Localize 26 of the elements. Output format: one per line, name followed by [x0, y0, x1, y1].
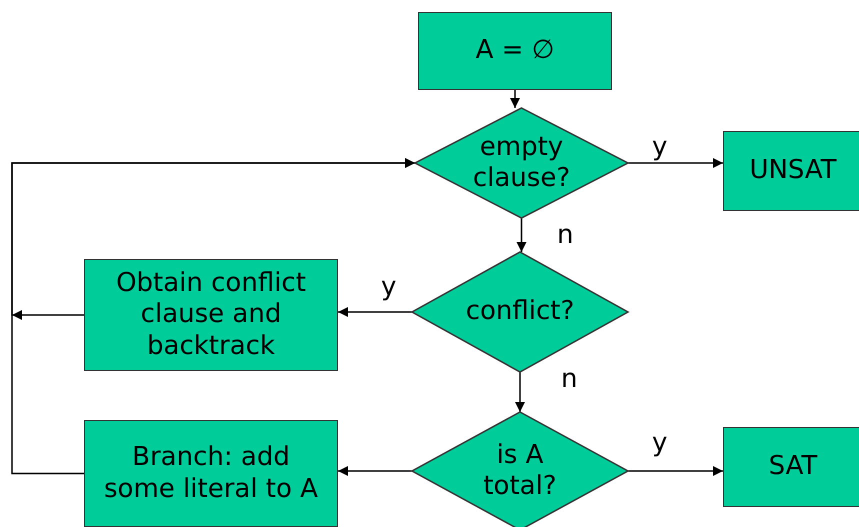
node-text: Obtain conflict clause and backtrack	[115, 268, 307, 362]
node-text: UNSAT	[749, 155, 837, 187]
process-box	[84, 420, 338, 527]
node-text: A = ∅	[476, 35, 554, 67]
edge-label: y	[652, 430, 668, 456]
edge-label: y	[381, 274, 396, 300]
node-text: is A total?	[482, 440, 558, 502]
node-text: conflict?	[466, 296, 574, 328]
edge-label: n	[557, 222, 574, 248]
arrow	[338, 307, 412, 317]
process-box	[84, 259, 338, 371]
arrow	[628, 158, 723, 168]
arrow	[510, 90, 520, 108]
process-box	[723, 427, 859, 507]
process-box	[418, 12, 612, 90]
node-text: SAT	[768, 451, 818, 483]
arrow	[338, 466, 412, 476]
arrow	[515, 372, 525, 412]
node-text: empty clause?	[472, 132, 572, 194]
process-box	[723, 131, 859, 211]
arrow	[628, 466, 723, 476]
edge-label: y	[652, 134, 668, 160]
arrow	[11, 158, 415, 474]
arrow	[516, 218, 526, 252]
edge-label: n	[561, 366, 578, 392]
node-text: Branch: add some literal to A	[104, 442, 318, 505]
